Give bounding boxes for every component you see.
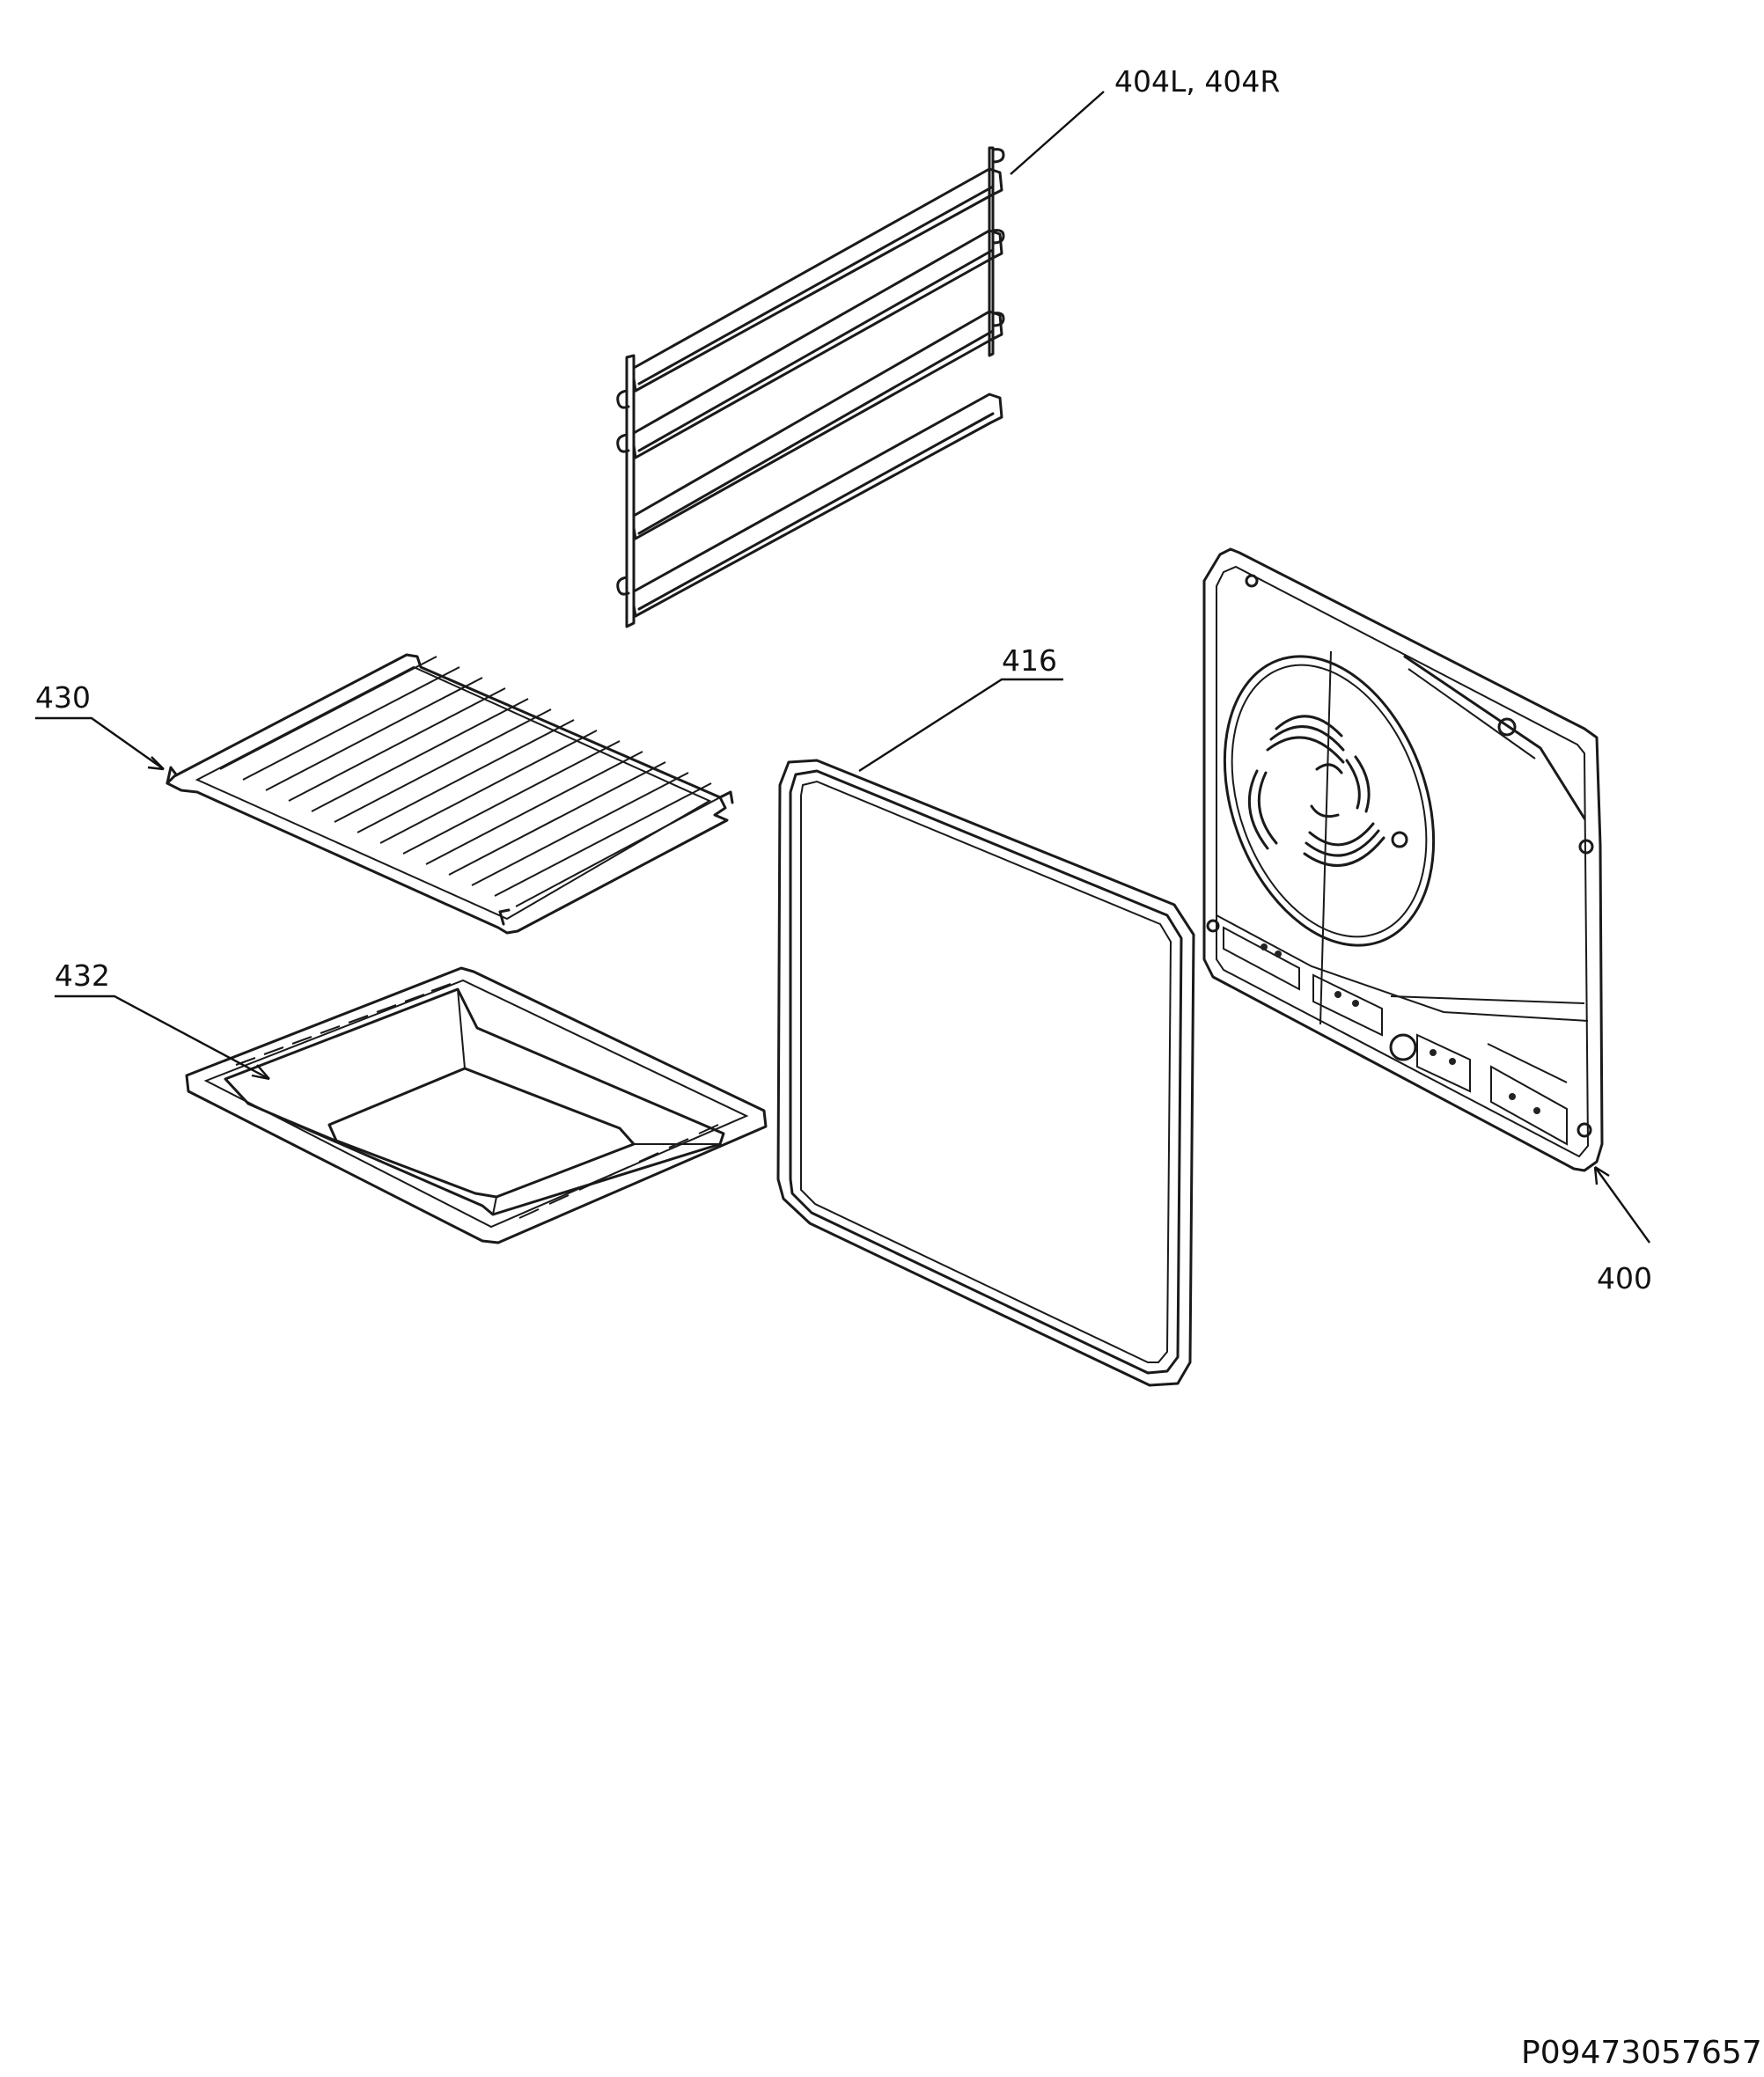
callout-404l-404r: 404L, 404R (1114, 64, 1280, 99)
callout-430: 430 (35, 680, 91, 715)
leader-432 (55, 994, 270, 1081)
leader-430 (35, 716, 165, 770)
rail-rungs (632, 167, 1003, 618)
wire-shelf-drawing (165, 653, 734, 935)
leader-lines (35, 91, 1650, 1244)
wire-shelf-bars (219, 656, 721, 907)
back-panel-drawing (1202, 547, 1604, 1172)
callout-432: 432 (55, 958, 110, 993)
tray-rim-slots (235, 983, 719, 1219)
shelf-support-rails-drawing (616, 146, 1005, 628)
leader-404 (1010, 91, 1105, 175)
drawing-code: P09473057657 (1521, 2035, 1762, 2071)
fan-vent-slots (1247, 715, 1385, 867)
callout-416: 416 (1002, 643, 1057, 678)
leader-400 (1594, 1166, 1650, 1244)
door-seal-drawing (776, 759, 1195, 1387)
panel-vent-blocks (1223, 926, 1568, 1146)
leader-416 (858, 678, 1063, 773)
callout-400: 400 (1597, 1261, 1652, 1295)
baking-tray-drawing (185, 966, 768, 1244)
